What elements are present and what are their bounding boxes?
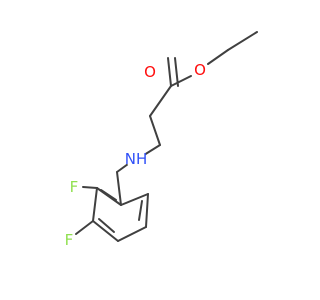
bond-nh-benzyl-ch2 xyxy=(116,163,129,173)
ring-bond-2 xyxy=(92,187,98,222)
bond-carbonyl-c-o-double-a xyxy=(167,57,172,87)
bond-ch2-o-ester xyxy=(207,49,229,65)
fluorine-2-label: F xyxy=(70,178,79,196)
fluorine-3-atom: F xyxy=(61,231,77,249)
amine-atom: NH xyxy=(125,149,148,169)
molecule-canvas: O O NH F F xyxy=(61,31,258,249)
carbonyl-oxygen-label: O xyxy=(144,63,156,81)
bond-o-ester-carbonyl-c xyxy=(170,75,192,87)
bond-benzyl-ch2-ring xyxy=(116,171,122,206)
bond-ch3-ch2 xyxy=(227,31,258,51)
ester-oxygen-label: O xyxy=(194,61,206,79)
ring-bond-5 xyxy=(145,193,149,228)
bond-ch2-nh xyxy=(143,144,161,156)
fluorine-2-atom: F xyxy=(66,178,82,196)
amine-label: NH xyxy=(125,150,148,168)
ester-oxygen-atom: O xyxy=(192,61,208,79)
ring-bond-4 xyxy=(117,226,147,242)
ring-bond-3 xyxy=(92,220,119,242)
bond-carbonyl-c-ch2 xyxy=(149,85,172,117)
bond-ch2-ch2 xyxy=(149,115,161,146)
ring-double-bond-b xyxy=(98,218,115,233)
ring-double-bond-a xyxy=(100,189,117,201)
fluorine-3-label: F xyxy=(65,231,74,249)
ring-bond-6 xyxy=(120,193,149,206)
bond-ring-f2 xyxy=(82,186,98,189)
carbonyl-oxygen-atom: O xyxy=(142,63,158,81)
ring-double-bond-c xyxy=(138,200,143,221)
structure-diagram: O O NH F F xyxy=(61,31,258,249)
bond-carbonyl-c-o-double-b xyxy=(174,57,179,87)
bond-ring-f3 xyxy=(75,220,94,235)
